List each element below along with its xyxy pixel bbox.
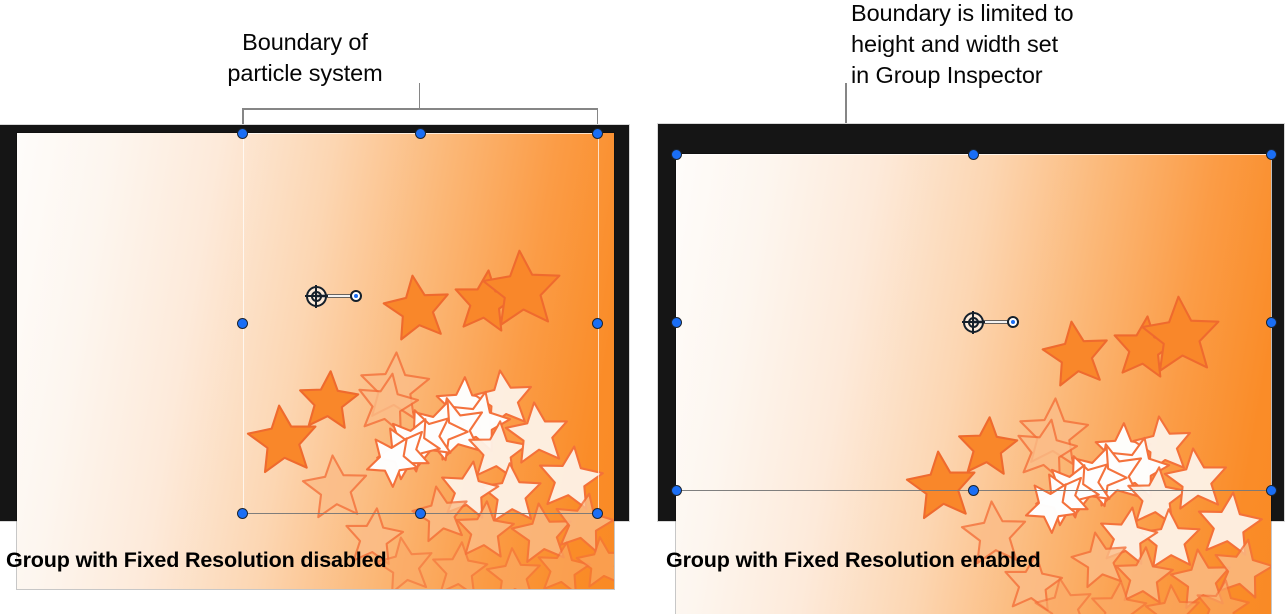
panel-fixed-resolution-disabled: Boundary of particle system Group with F…: [0, 0, 644, 592]
canvas-left[interactable]: [0, 125, 629, 521]
callout-label-boundary-of-particle-system: Boundary of particle system: [190, 27, 420, 89]
callout-leader-stem-left: [419, 83, 421, 109]
callout-bracket-top-left: [242, 108, 598, 110]
figure-root: Boundary of particle system Group with F…: [0, 0, 1288, 592]
caption-fixed-resolution-enabled: Group with Fixed Resolution enabled: [666, 548, 1041, 573]
particle-stage-left: [17, 133, 614, 589]
callout-label-boundary-limited: Boundary is limited to height and width …: [851, 0, 1151, 91]
particle-stage-right: [676, 154, 1271, 614]
caption-fixed-resolution-disabled: Group with Fixed Resolution disabled: [6, 548, 386, 573]
particle-star: [567, 527, 614, 589]
particle-star: [1132, 286, 1230, 384]
particle-star: [473, 240, 571, 338]
canvas-right[interactable]: [658, 124, 1284, 521]
